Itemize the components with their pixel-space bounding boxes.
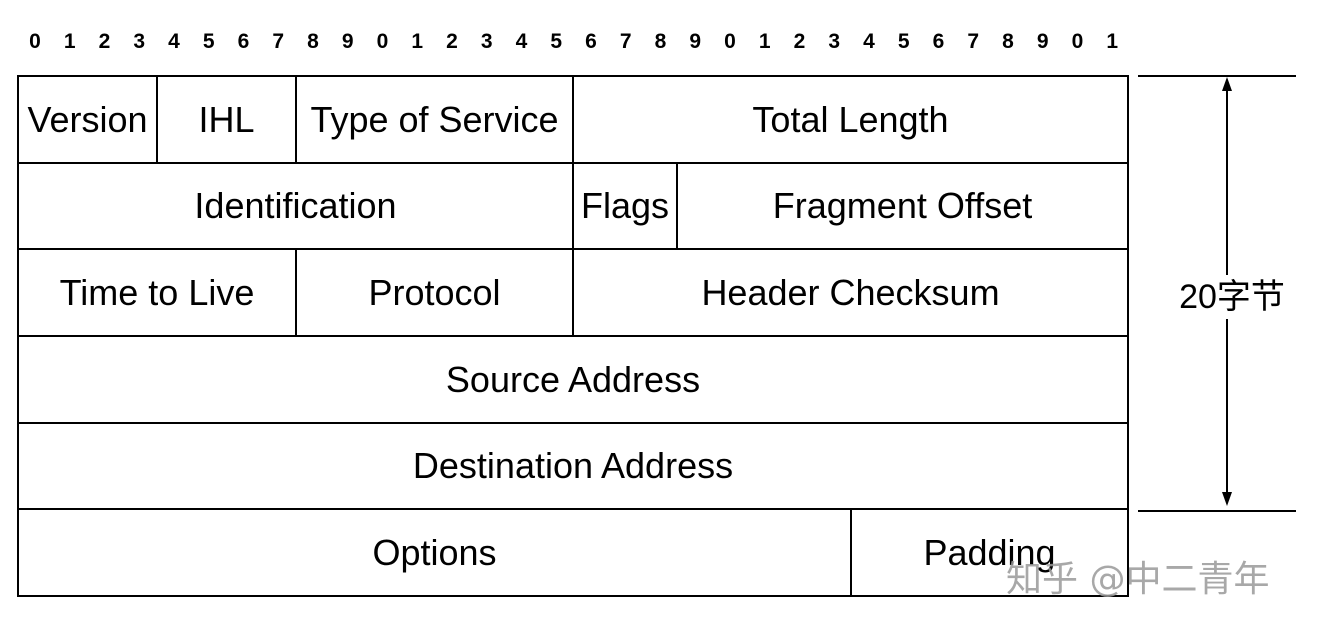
field-type-of-service: Type of Service [297,77,574,164]
bit-number: 9 [1036,30,1049,53]
bit-number: 6 [932,30,945,53]
bit-number: 7 [619,30,632,53]
bit-number: 4 [168,30,180,53]
top-guide-line [1138,75,1296,77]
bit-number: 1 [411,30,424,53]
bit-number: 2 [793,30,806,53]
field-identification: Identification [19,164,574,250]
bottom-guide-line [1138,510,1296,512]
bit-number: 8 [1002,30,1014,53]
bit-number: 1 [758,30,771,53]
bit-number: 1 [63,30,76,53]
field-padding: Padding [852,510,1129,597]
bit-number: 0 [724,30,736,53]
bit-number: 2 [98,30,111,53]
bit-number: 5 [550,30,563,53]
bit-number: 9 [341,30,354,53]
header-size-annotation: 20字节 [1138,75,1325,512]
bit-number: 6 [237,30,250,53]
field-ihl: IHL [158,77,297,164]
field-version: Version [19,77,158,164]
watermark-text: 知乎 @中二青年 [1006,559,1270,600]
bit-number: 4 [863,30,875,53]
header-size-label: 20字节 [1138,275,1325,319]
bit-number: 3 [480,30,493,53]
field-total-length: Total Length [574,77,1129,164]
bit-number: 8 [654,30,667,53]
bit-number: 6 [585,30,597,53]
bit-number: 0 [29,30,41,53]
bit-number: 0 [376,30,389,53]
bit-number: 5 [897,30,910,53]
bit-number: 2 [446,30,458,53]
bit-number: 1 [1106,30,1119,53]
field-time-to-live: Time to Live [19,250,297,337]
bit-number: 0 [1071,30,1084,53]
bit-number: 9 [689,30,702,53]
field-options: Options [19,510,852,597]
bit-number: 7 [272,30,285,53]
bit-number: 4 [515,30,528,53]
field-header-checksum: Header Checksum [574,250,1129,337]
field-flags: Flags [574,164,678,250]
bit-number: 7 [967,30,980,53]
field-destination-address: Destination Address [19,424,1129,510]
bit-number: 3 [828,30,841,53]
field-fragment-offset: Fragment Offset [678,164,1129,250]
field-protocol: Protocol [297,250,574,337]
bit-number: 8 [307,30,319,53]
bit-number: 5 [202,30,215,53]
bit-number: 3 [133,30,146,53]
field-source-address: Source Address [19,337,1129,424]
